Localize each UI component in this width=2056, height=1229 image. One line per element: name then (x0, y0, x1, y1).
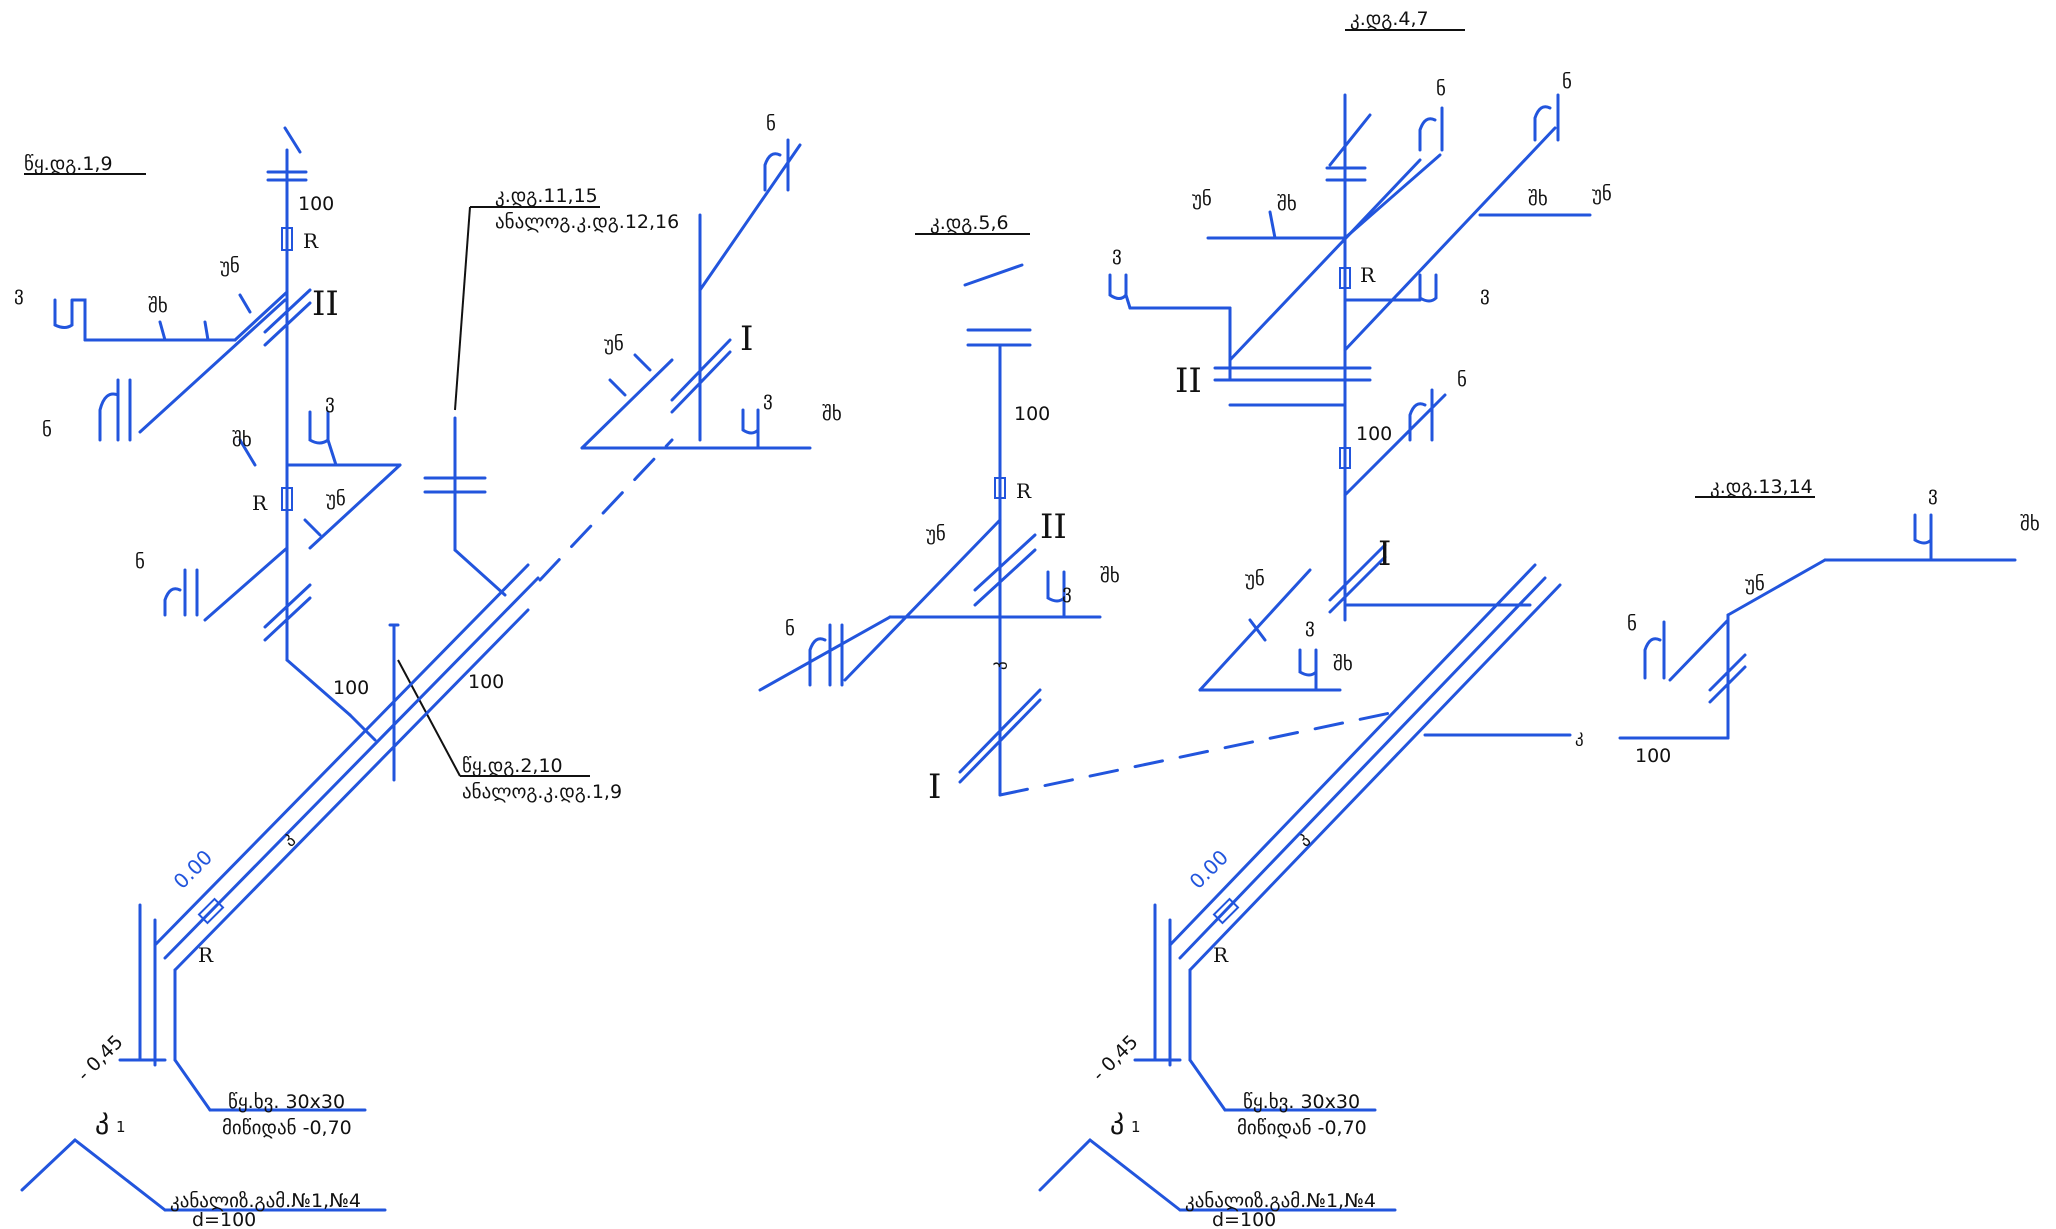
well-size-b: წყ.ხვ. 30x30 (1243, 1091, 1360, 1113)
fixture-bath-d: შხ (1100, 565, 1120, 587)
leader-st-11-15-arrow (454, 206, 471, 411)
mark-k1-d: კ (1575, 727, 1584, 747)
fixture-sink-b: ნ (135, 551, 145, 573)
branch-upper-right (1108, 93, 1592, 382)
fixture-bath-b: შხ (232, 429, 252, 451)
well-depth-a: მიწიდან -0,70 (222, 1117, 352, 1139)
floor-label-i-b: I (928, 767, 941, 807)
fixture-sink-a: ნ (42, 419, 52, 441)
riser-label-st-1-9: წყ.დგ.1,9 (24, 153, 113, 175)
level-zero-a: 0.00 (169, 845, 217, 893)
mark-r-c: R (198, 943, 214, 967)
level-minus045-a: - 0,45 (73, 1031, 128, 1086)
mark-k1-b-sub: 1 (116, 1118, 126, 1136)
size-100-d: 100 (1014, 403, 1050, 425)
riser-st-4-7 (1213, 93, 1532, 622)
riser-label-st-11-15-sub: ანალოგ.კ.დგ.12,16 (495, 211, 679, 233)
floor-label-ii-c: II (1175, 361, 1202, 401)
fixture-bath-h: შხ (2020, 513, 2040, 535)
mark-r-d: R (1016, 479, 1032, 503)
riser-label-st-11-15: კ.დგ.11,15 (495, 185, 598, 207)
fixture-sink-f: ნ (1562, 71, 1572, 93)
branch-lower-right (1198, 568, 1342, 692)
riser-st-1-9 (263, 126, 377, 742)
mark-k1-f-sub: 1 (1131, 1118, 1141, 1136)
fixture-sink-d: ნ (785, 618, 795, 640)
fixture-washbasin-c: უნ (604, 333, 624, 355)
fixture-washbasin-b: უნ (326, 488, 346, 510)
fixture-toilet-d: ვ (1062, 581, 1072, 603)
fixture-bath-a: შხ (148, 295, 168, 317)
fixture-washbasin-f: უნ (1592, 183, 1612, 205)
mark-k1-b: კ (95, 1102, 109, 1135)
riser-label-st-4-7: კ.დგ.4,7 (1350, 8, 1429, 30)
branch-floor-ii-left (53, 290, 289, 442)
riser-label-st-2-10-sub: ანალოგ.კ.დგ.1,9 (462, 781, 622, 803)
fixture-bath-f: შხ (1528, 188, 1548, 210)
branch-middle-right (1343, 388, 1447, 497)
floor-label-ii-b: II (1040, 507, 1067, 547)
diameter-a: d=100 (192, 1209, 256, 1229)
fixture-washbasin-a: უნ (220, 255, 240, 277)
well-depth-b: მიწიდან -0,70 (1237, 1117, 1367, 1139)
fixture-washbasin-h: უნ (1745, 573, 1765, 595)
dashed-link-left (538, 438, 674, 582)
riser-left-upper-right (580, 138, 812, 450)
fixture-washbasin-d: უნ (926, 523, 946, 545)
level-minus045-b: - 0,45 (1088, 1031, 1143, 1086)
diameter-b: d=100 (1212, 1209, 1276, 1229)
fixture-bath-g: შხ (1333, 653, 1353, 675)
dashed-link-middle (998, 710, 1397, 797)
fixture-bath-c: შხ (822, 403, 842, 425)
sewer-label-a: კანალიზ.გამ.№1,№4 (170, 1190, 361, 1212)
size-100-e: 100 (1356, 423, 1392, 445)
fixture-sink-e: ნ (1436, 78, 1446, 100)
fixture-toilet-f: ვ (1480, 283, 1490, 305)
fixture-washbasin-g: უნ (1245, 568, 1265, 590)
size-100-c: 100 (468, 671, 504, 693)
fixture-bath-e: შხ (1277, 193, 1297, 215)
floor-label-i-c: I (1378, 534, 1391, 574)
mark-k1-c: კ (988, 661, 1008, 670)
floor-label-i-a: I (740, 319, 753, 359)
fixture-toilet-c: ვ (763, 388, 773, 410)
riser-st-11-15 (423, 416, 507, 597)
fixture-sink-c: ნ (766, 113, 776, 135)
outlet-pipe-left (20, 563, 540, 1212)
mark-r-a: R (303, 229, 319, 253)
riser-label-st-2-10: წყ.დგ.2,10 (462, 755, 563, 777)
middle-system: კ.დგ.5,6 100 R II უნ ვ შხ ნ კ I (758, 212, 1397, 807)
fixture-washbasin-e: უნ (1192, 188, 1212, 210)
right-system: კ.დგ.4,7 R 100 II I (1038, 8, 2040, 1229)
fixture-toilet-b: ვ (325, 391, 335, 413)
floor-label-ii-a: II (312, 284, 339, 324)
left-system: წყ.დგ.1,9 100 R II R 100 (14, 113, 842, 1229)
sewer-label-b: კანალიზ.გამ.№1,№4 (1185, 1190, 1376, 1212)
mark-r-b: R (252, 491, 268, 515)
size-100-f: 100 (1635, 745, 1671, 767)
mark-r-f: R (1213, 943, 1229, 967)
branch-floor-i-left (163, 410, 402, 622)
fixture-toilet-a: ვ (14, 283, 24, 305)
well-size-a: წყ.ხვ. 30x30 (228, 1091, 345, 1113)
size-100-b: 100 (333, 677, 369, 699)
fixture-sink-h: ნ (1627, 613, 1637, 635)
riser-st-13-14 (1423, 513, 2017, 740)
fixture-sink-g: ნ (1457, 369, 1467, 391)
mark-r-e: R (1360, 263, 1376, 287)
fixture-toilet-e: ვ (1112, 243, 1122, 265)
size-100-a: 100 (298, 193, 334, 215)
fixture-toilet-g: ვ (1305, 615, 1315, 637)
riser-label-st-13-14: კ.დგ.13,14 (1710, 476, 1813, 498)
riser-st-5-6 (758, 263, 1102, 797)
outlet-pipe-right (1038, 563, 1562, 1212)
mark-k1-f: კ (1110, 1102, 1124, 1135)
riser-label-st-5-6: კ.დგ.5,6 (930, 212, 1009, 234)
fixture-toilet-h: ვ (1928, 483, 1938, 505)
leader-st-2-10-arrow (397, 659, 461, 777)
